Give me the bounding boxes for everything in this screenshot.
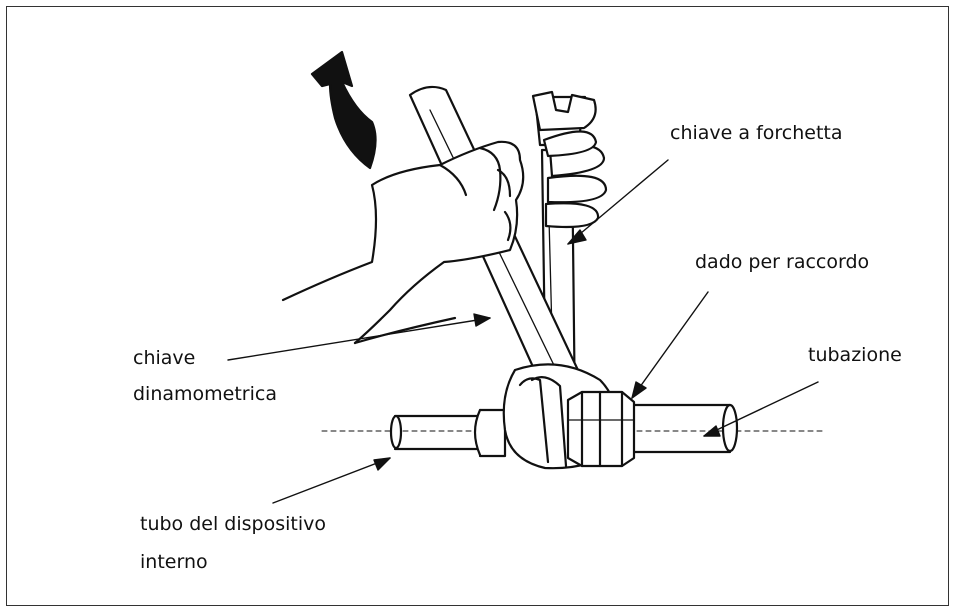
- leader-lines: [227, 159, 819, 504]
- hand: [281, 140, 525, 345]
- diagram-frame: [6, 6, 949, 606]
- indoor-pipe: [389, 408, 507, 458]
- label-indoor-pipe-line2: interno: [140, 551, 208, 573]
- label-torque-wrench-line1: chiave: [133, 347, 196, 369]
- fingers: [542, 130, 608, 229]
- label-torque-wrench: chiave dinamometrica: [133, 340, 277, 412]
- label-torque-wrench-line2: dinamometrica: [133, 383, 277, 405]
- label-piping: tubazione: [808, 344, 902, 366]
- label-open-wrench: chiave a forchetta: [670, 122, 843, 144]
- piping: [623, 403, 739, 454]
- rotation-arrow-icon: [310, 50, 377, 170]
- label-indoor-pipe: tubo del dispositivo interno: [140, 505, 326, 581]
- label-indoor-pipe-line1: tubo del dispositivo: [140, 513, 326, 535]
- label-flare-nut: dado per raccordo: [695, 251, 870, 273]
- flare-nut: [566, 390, 636, 468]
